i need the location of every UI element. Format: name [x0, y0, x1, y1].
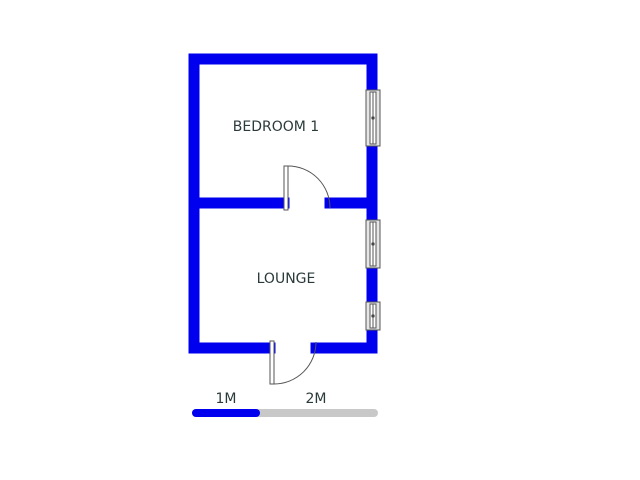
door-bedroom	[283, 165, 331, 211]
room-label-bedroom: BEDROOM 1	[233, 119, 319, 135]
room-label-lounge: LOUNGE	[257, 271, 316, 287]
scale-bar: 1M 2M	[192, 391, 378, 417]
scale-label-2m: 2M	[306, 391, 327, 407]
scale-label-1m: 1M	[216, 391, 237, 407]
window-lounge-upper	[365, 219, 381, 269]
windows	[365, 89, 381, 331]
window-lounge-lower	[365, 301, 381, 331]
door-entrance	[269, 340, 317, 385]
window-bedroom	[365, 89, 381, 147]
walls	[188, 53, 378, 354]
